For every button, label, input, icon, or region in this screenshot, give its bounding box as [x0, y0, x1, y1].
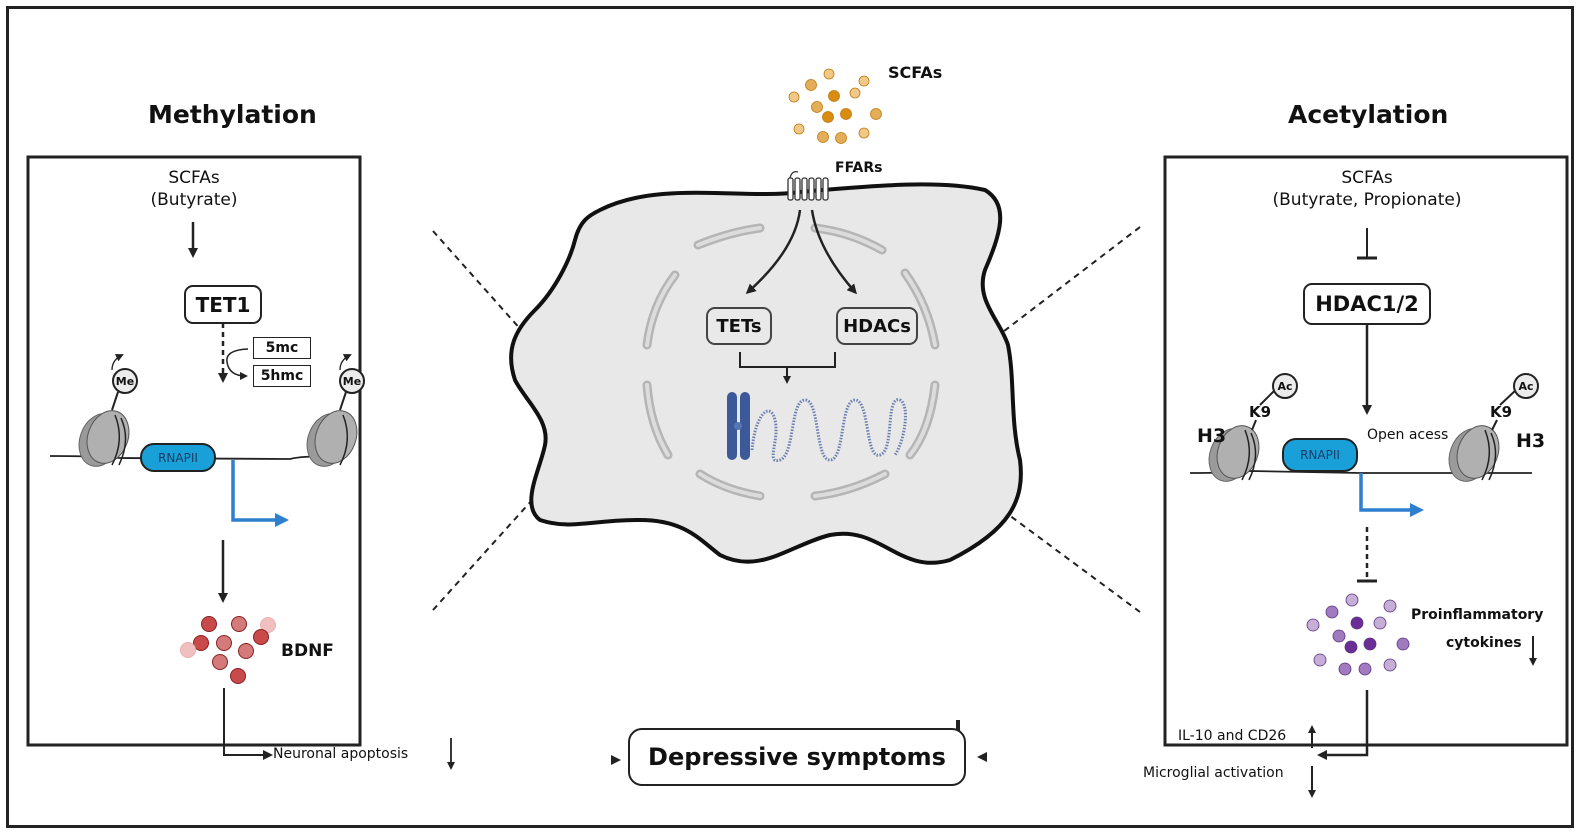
arrow-to-il10: [1317, 690, 1369, 760]
scfa-center-label: SCFAs: [888, 63, 943, 82]
5mc-box: 5mc: [253, 337, 311, 359]
methylation-source-type: (Butyrate): [150, 190, 238, 210]
hdac12-box: HDAC1/2: [1303, 283, 1431, 325]
h3-nucleosome-right: [1448, 425, 1500, 482]
methyl-mark-left: Me: [112, 368, 138, 394]
hdacs-box: HDACs: [836, 307, 918, 345]
tet1-box: TET1: [184, 285, 262, 324]
conversion-arrow: [226, 348, 249, 380]
acetyl-mark-right: Ac: [1513, 373, 1539, 399]
methylation-source: SCFAs (Butyrate): [148, 167, 240, 211]
neuronal-apoptosis-label: Neuronal apoptosis: [273, 746, 409, 762]
methyl-mark-right: Me: [339, 368, 365, 394]
ffar-label: FFARs: [835, 160, 883, 176]
methylation-title: Methylation: [148, 100, 317, 129]
5hmc-box: 5hmc: [253, 365, 311, 387]
microglial-activation-label: Microglial activation: [1143, 765, 1284, 781]
acetylation-source: SCFAs (Butyrate, Propionate): [1256, 167, 1478, 211]
arrow-to-hdacs: [810, 209, 857, 295]
k9-label-right: K9: [1490, 403, 1513, 421]
cytokines-label: cytokines: [1446, 635, 1522, 651]
nucleosome-right: [306, 410, 358, 467]
chromosome-icon: [727, 392, 750, 460]
il10-cd26-label: IL-10 and CD26: [1178, 728, 1287, 744]
bdnf-particles: [180, 616, 276, 684]
depressive-symptoms-box: Depressive symptoms: [628, 728, 966, 786]
methylation-panel: [26, 155, 362, 747]
acetylation-title: Acetylation: [1288, 100, 1449, 129]
bdnf-label: BDNF: [281, 641, 334, 661]
arrow-to-tets: [745, 209, 802, 294]
acetylation-source-type: (Butyrate, Propionate): [1272, 190, 1462, 210]
scfa-particles: [788, 68, 882, 144]
h3-nucleosome-left: [1208, 425, 1260, 482]
ffar-receptor-icon: [787, 170, 829, 201]
cell-body: [509, 182, 1023, 565]
figure-frame: [6, 6, 1574, 828]
methylation-source-name: SCFAs: [168, 168, 220, 188]
rnapii-left: RNAPII: [140, 443, 216, 472]
acetyl-mark-left: Ac: [1272, 373, 1298, 399]
dna-strand: [750, 398, 907, 463]
cytokine-particles: [1306, 593, 1410, 676]
tets-box: TETs: [706, 307, 772, 345]
transcription-arrow-left: [231, 460, 289, 527]
open-access-label: Open acess: [1367, 427, 1449, 443]
h3-label-right: H3: [1516, 430, 1546, 452]
arrow-bdnf-to-apoptosis: [223, 688, 273, 760]
k9-label-left: K9: [1249, 403, 1272, 421]
proinflammatory-label: Proinflammatory: [1411, 607, 1544, 623]
acetylation-source-name: SCFAs: [1341, 168, 1393, 188]
nucleosome-left: [78, 410, 130, 467]
rnapii-right: RNAPII: [1282, 438, 1358, 472]
transcription-arrow-right: [1359, 473, 1424, 517]
h3-label-left: H3: [1197, 425, 1227, 447]
